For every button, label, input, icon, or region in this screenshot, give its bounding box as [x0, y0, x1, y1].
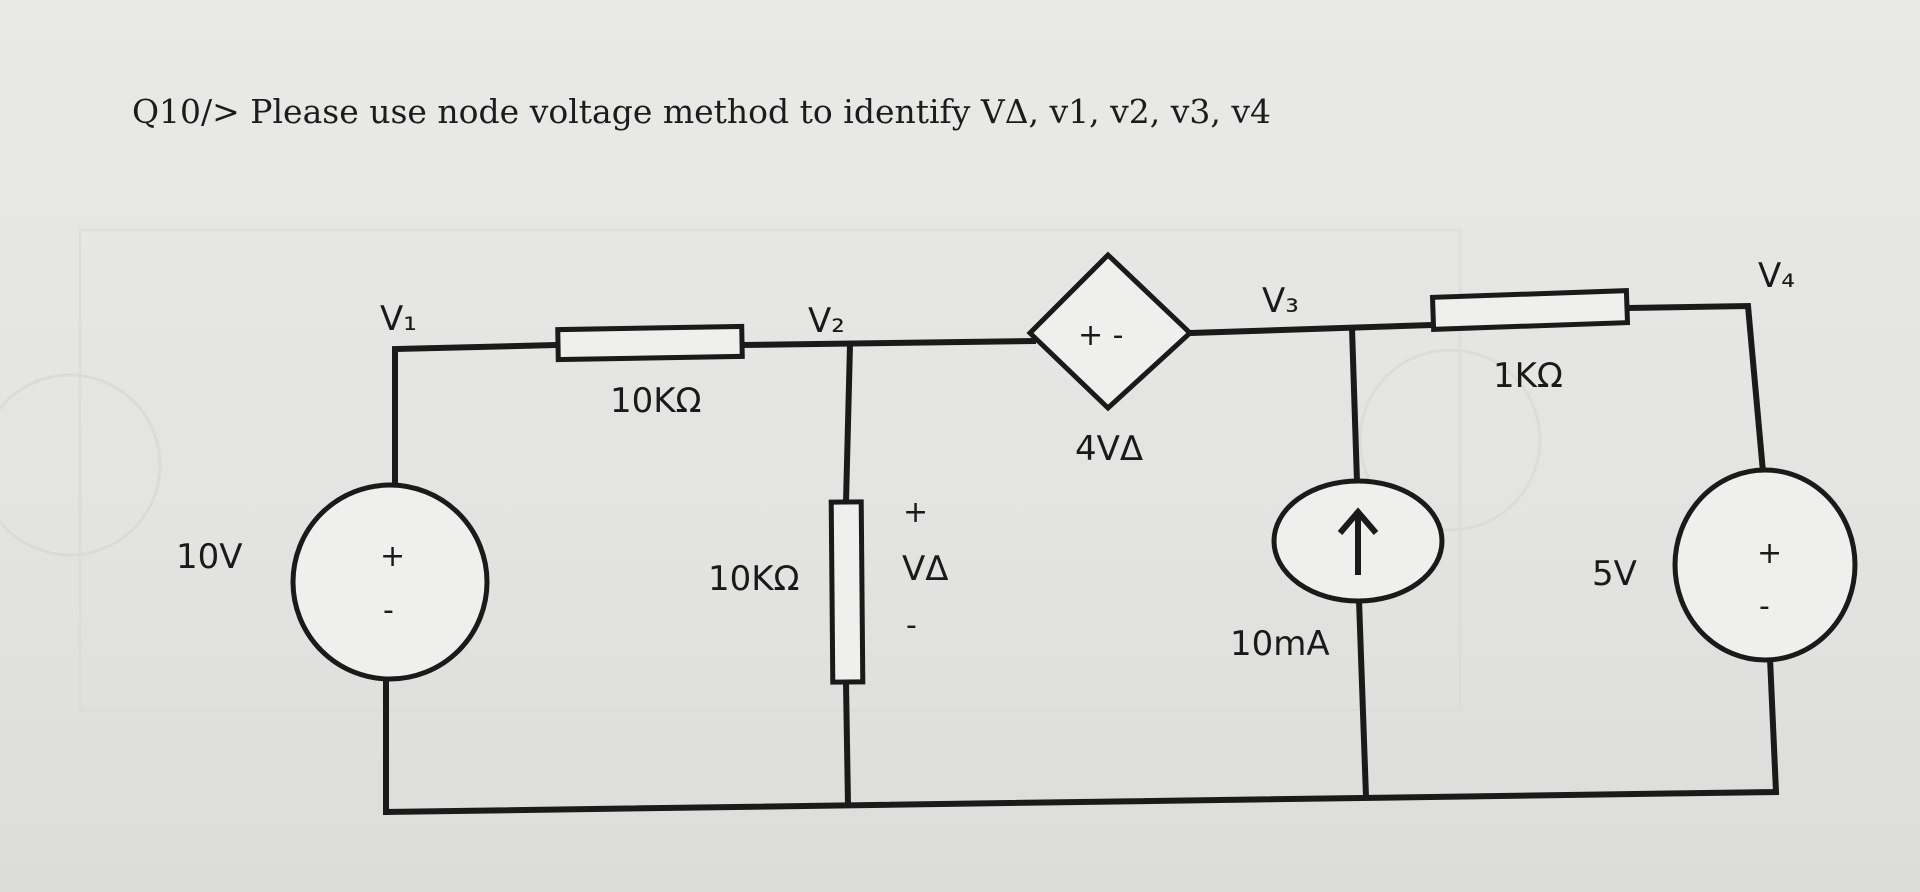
resistor-top-left: [555, 323, 745, 363]
dependent-source-signs: + -: [1078, 318, 1124, 353]
voltage-source-10v: [290, 482, 490, 682]
source-10v-minus: -: [383, 593, 394, 628]
node-v4-label: V₄: [1758, 256, 1795, 296]
wire-v3-down: [1348, 324, 1361, 486]
wire-v4-right: [1623, 302, 1767, 476]
wire-current-bottom: [1355, 596, 1370, 801]
resistor-top-left-value: 10KΩ: [610, 381, 702, 421]
wire-ground: [382, 654, 1780, 816]
current-source-value: 10mA: [1230, 624, 1330, 664]
node-v1-label: V₁: [380, 299, 417, 339]
wire-v1-left: [392, 341, 562, 488]
v-delta-label: VΔ: [902, 549, 949, 589]
resistor-right-value: 1KΩ: [1493, 356, 1563, 396]
voltage-source-5v: [1672, 467, 1858, 663]
background-marks: [0, 228, 1542, 712]
resistor-middle-value: 10KΩ: [708, 559, 800, 599]
faint-circle-mark: [1358, 348, 1542, 532]
source-5v-minus: -: [1759, 589, 1770, 624]
wire-v2-top: [738, 337, 1037, 349]
dependent-voltage-source: [1026, 251, 1194, 412]
wire-v3-top: [1186, 321, 1437, 337]
faint-rect-mark: [78, 228, 1462, 712]
arrow-up-icon: [1337, 507, 1379, 575]
source-10v-value: 10V: [176, 537, 243, 577]
dependent-source-value: 4VΔ: [1075, 429, 1143, 469]
resistor-middle: [828, 499, 866, 685]
source-10v-plus: +: [380, 539, 405, 574]
faint-circle-mark: [0, 373, 162, 557]
v-delta-plus: +: [903, 495, 928, 530]
source-5v-value: 5V: [1592, 554, 1637, 594]
wires: [382, 302, 1780, 816]
source-5v-plus: +: [1757, 536, 1782, 571]
question-text: Q10/> Please use node voltage method to …: [132, 92, 1272, 131]
v-delta-minus: -: [906, 608, 917, 643]
wire-v2-down: [842, 341, 854, 506]
node-v3-label: V₃: [1262, 281, 1299, 321]
resistor-right: [1429, 288, 1631, 332]
node-v2-label: V₂: [808, 301, 845, 341]
wire-resistor-bottom: [842, 679, 852, 809]
